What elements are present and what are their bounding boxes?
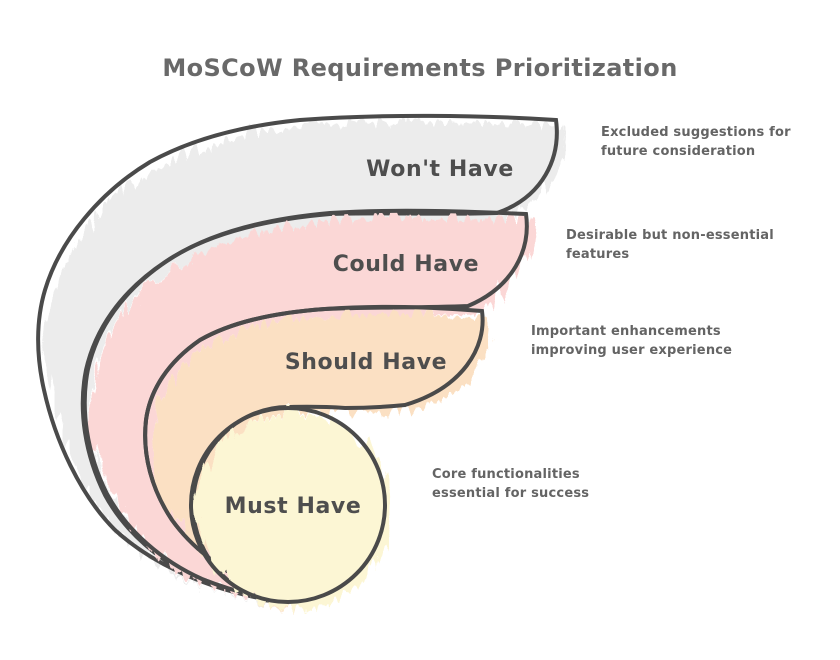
could-have-description: Desirable but non-essential features xyxy=(566,228,774,262)
should-have-description: Important enhancements improving user ex… xyxy=(531,324,733,358)
could-have-fill xyxy=(84,210,527,601)
diagram-title: MoSCoW Requirements Prioritization xyxy=(162,54,678,82)
wont-have-description: Excluded suggestions for future consider… xyxy=(601,125,791,159)
should-have-label: Should Have xyxy=(284,350,448,375)
must-have-label: Must Have xyxy=(224,494,362,519)
wont-have-fill xyxy=(38,115,557,601)
could-have-label: Could Have xyxy=(332,252,480,277)
must-have-circle xyxy=(189,406,387,604)
wont-have-label: Won't Have xyxy=(366,157,514,182)
must-have-description: Core functionalities essential for succe… xyxy=(432,467,590,501)
must-have-fill xyxy=(191,408,385,602)
should-have-fill xyxy=(145,306,483,603)
must-have-outline xyxy=(189,406,387,604)
